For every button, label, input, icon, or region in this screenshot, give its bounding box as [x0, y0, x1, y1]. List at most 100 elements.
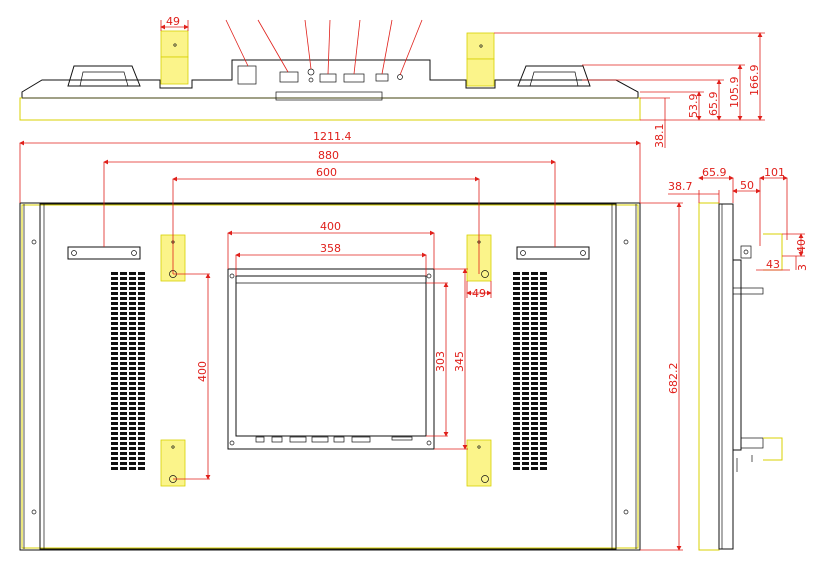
vent-slot — [120, 457, 127, 460]
vent-slot — [540, 452, 547, 455]
vent-slot — [120, 377, 127, 380]
vent-slot — [111, 422, 118, 425]
vent-slot — [522, 362, 529, 365]
vent-slot — [531, 452, 538, 455]
vent-slot — [522, 422, 529, 425]
vent-slot — [540, 402, 547, 405]
vent-slot — [531, 327, 538, 330]
vent-slot — [138, 272, 145, 275]
vent-slot — [120, 462, 127, 465]
vent-slot — [111, 297, 118, 300]
vent-slot — [129, 342, 136, 345]
vent-slot — [138, 337, 145, 340]
vent-slot — [522, 462, 529, 465]
vent-slot — [531, 362, 538, 365]
vent-slot — [120, 317, 127, 320]
vent-slot — [120, 362, 127, 365]
vent-slot — [129, 377, 136, 380]
vent-slot — [513, 457, 520, 460]
vent-slot — [531, 282, 538, 285]
vent-slot — [111, 302, 118, 305]
vent-slot — [522, 347, 529, 350]
vent-slot — [129, 307, 136, 310]
vent-slot — [522, 432, 529, 435]
vent-slot — [522, 377, 529, 380]
vent-slot — [513, 427, 520, 430]
vent-slot — [513, 462, 520, 465]
vent-slot — [522, 412, 529, 415]
vent-slot — [513, 437, 520, 440]
vent-slot — [138, 287, 145, 290]
vent-slot — [120, 357, 127, 360]
vent-slot — [111, 317, 118, 320]
vent-slot — [531, 357, 538, 360]
left-vent-grille — [111, 272, 145, 470]
vent-slot — [513, 357, 520, 360]
vent-slot — [513, 412, 520, 415]
vent-slot — [531, 372, 538, 375]
vent-slot — [513, 317, 520, 320]
vent-slot — [138, 307, 145, 310]
vent-slot — [111, 467, 118, 470]
vent-slot — [111, 432, 118, 435]
vent-slot — [522, 357, 529, 360]
vent-slot — [138, 332, 145, 335]
vent-slot — [531, 412, 538, 415]
vent-slot — [531, 417, 538, 420]
vent-slot — [531, 347, 538, 350]
audio-jack — [307, 68, 315, 76]
vent-slot — [129, 272, 136, 275]
vent-slot — [120, 272, 127, 275]
vent-slot — [513, 432, 520, 435]
vent-slot — [522, 447, 529, 450]
vent-slot — [531, 292, 538, 295]
dim-side-65-9: 65.9 — [702, 166, 727, 179]
dim-303: 303 — [434, 351, 447, 372]
vent-slot — [540, 432, 547, 435]
vent-slot — [513, 307, 520, 310]
top-view-height-dims: 166.9 105.9 65.9 53.9 38.1 — [494, 32, 765, 148]
top-view-body — [21, 59, 639, 99]
vga-port — [319, 73, 337, 83]
dim-side-43: 43 — [766, 258, 780, 271]
vent-slot — [111, 447, 118, 450]
vent-slot — [129, 347, 136, 350]
vent-slot — [513, 312, 520, 315]
dim-side-38-7: 38.7 — [668, 180, 693, 193]
vent-slot — [111, 437, 118, 440]
vent-slot — [531, 332, 538, 335]
vent-slot — [129, 362, 136, 365]
vent-slot — [513, 292, 520, 295]
dim-880: 880 — [318, 149, 339, 162]
vent-slot — [531, 407, 538, 410]
vent-slot — [513, 467, 520, 470]
vent-slot — [120, 277, 127, 280]
vent-slot — [120, 382, 127, 385]
vent-slot — [138, 362, 145, 365]
vent-slot — [531, 462, 538, 465]
vent-slot — [120, 422, 127, 425]
vent-slot — [522, 287, 529, 290]
vent-slot — [540, 322, 547, 325]
vent-slot — [531, 432, 538, 435]
vent-slot — [540, 287, 547, 290]
vent-slot — [540, 352, 547, 355]
top-view-center-bump — [275, 91, 383, 101]
vent-slot — [540, 367, 547, 370]
vent-slot — [513, 397, 520, 400]
vent-slot — [120, 347, 127, 350]
vent-slot — [129, 332, 136, 335]
vent-slot — [120, 337, 127, 340]
vent-slot — [129, 352, 136, 355]
vent-slot — [513, 327, 520, 330]
dim-side-3: 3 — [796, 264, 809, 271]
vent-slot — [540, 447, 547, 450]
vent-slot — [540, 467, 547, 470]
vent-slot — [531, 377, 538, 380]
vent-slot — [522, 337, 529, 340]
vent-slot — [540, 312, 547, 315]
vent-slot — [129, 452, 136, 455]
vent-slot — [129, 462, 136, 465]
rear-view-outline — [19, 202, 641, 551]
vent-slot — [540, 307, 547, 310]
